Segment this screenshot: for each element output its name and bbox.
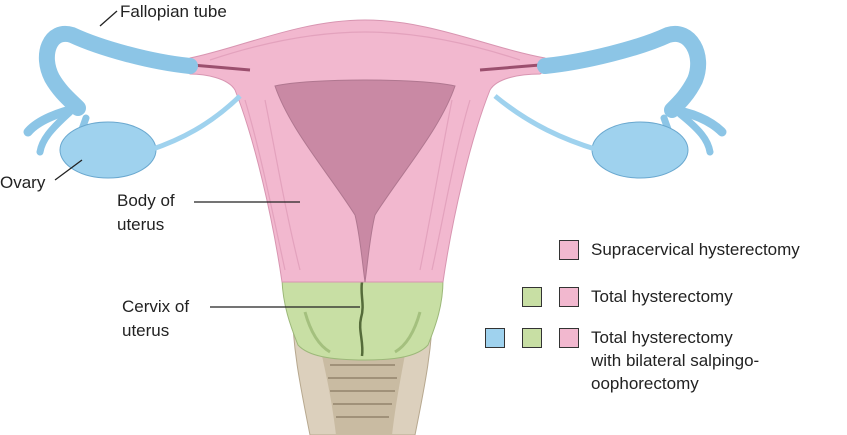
body-of-uterus-label-line2: uterus xyxy=(117,215,165,234)
fallopian-tube-leader xyxy=(99,10,118,27)
legend-swatch-pink xyxy=(559,240,579,260)
left-ovary xyxy=(59,121,157,179)
legend-swatch-pink xyxy=(559,328,579,348)
legend-swatch-green xyxy=(522,287,542,307)
left-adnexa xyxy=(23,25,242,179)
legend-swatch-green xyxy=(522,328,542,348)
legend-label-total-bso-line1: Total hysterectomy xyxy=(591,328,733,347)
legend-swatch-blue xyxy=(485,328,505,348)
legend-label-total-bso-line2: with bilateral salpingo- xyxy=(591,351,760,370)
ovary-label: Ovary xyxy=(0,173,46,192)
legend-label-total-bso-line3: oophorectomy xyxy=(591,374,699,393)
cervix-label-line1: Cervix of xyxy=(122,297,190,316)
cervix xyxy=(281,279,444,361)
ovary-leader xyxy=(54,159,83,181)
right-adnexa xyxy=(493,25,727,179)
fallopian-tube-label: Fallopian tube xyxy=(120,2,227,21)
legend-swatch-pink xyxy=(559,287,579,307)
right-ovary xyxy=(591,121,689,179)
cervix-label-line2: uterus xyxy=(122,321,170,340)
legend-label-supracervical: Supracervical hysterectomy xyxy=(591,240,800,259)
legend-label-total: Total hysterectomy xyxy=(591,287,733,306)
body-of-uterus-label-line1: Body of xyxy=(117,191,175,210)
uterus-body xyxy=(186,19,547,283)
